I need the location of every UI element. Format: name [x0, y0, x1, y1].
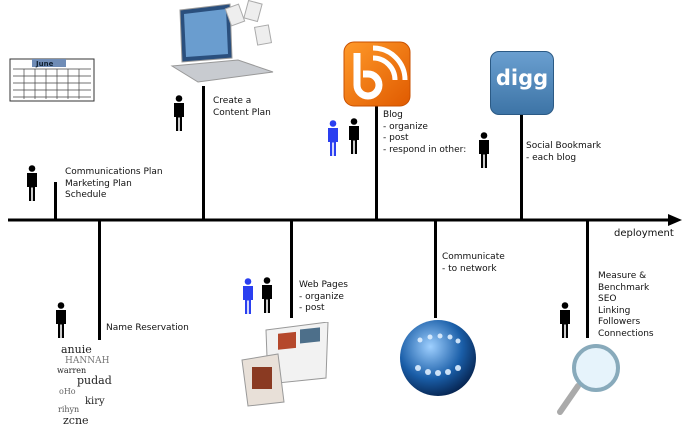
timeline-axis	[8, 214, 682, 226]
svg-text:zcne: zcne	[63, 414, 89, 427]
svg-text:pudad: pudad	[77, 374, 112, 387]
milestone-line	[98, 220, 101, 340]
svg-text:anuie: anuie	[61, 343, 92, 356]
milestone-line	[290, 220, 293, 318]
person-blue-icon	[240, 278, 256, 314]
svg-text:June: June	[35, 60, 54, 68]
person-icon	[346, 118, 362, 154]
web-pages-image	[241, 322, 329, 407]
digg-logo-image: digg	[490, 51, 554, 115]
person-icon	[24, 165, 40, 201]
svg-text:HANNAH: HANNAH	[65, 356, 110, 366]
word-cloud-image: anuie HANNAH warren pudad oHo kiry rihyn…	[57, 343, 112, 427]
globe-network-image	[400, 320, 476, 396]
milestone-line	[202, 86, 205, 220]
milestone-line	[434, 220, 437, 318]
milestone-line	[375, 106, 378, 220]
axis-label: deployment	[614, 228, 674, 239]
milestone-line	[586, 220, 589, 338]
svg-text:oHo: oHo	[59, 387, 76, 396]
svg-text:kiry: kiry	[85, 396, 105, 407]
person-icon	[259, 277, 275, 313]
svg-text:warren: warren	[57, 366, 86, 375]
calendar-image: June	[9, 58, 95, 102]
blogger-logo-image	[343, 41, 411, 107]
milestone-line	[520, 114, 523, 220]
svg-text:rihyn: rihyn	[58, 405, 79, 414]
web-pages-text: Web Pages- organize- post	[299, 280, 348, 313]
name-reservation-text: Name Reservation	[106, 323, 189, 333]
blog-text: Blog- organize- post- respond in other:	[383, 110, 467, 155]
person-blue-icon	[325, 120, 341, 156]
person-icon	[53, 302, 69, 338]
magnifier-image	[557, 344, 620, 415]
person-icon	[557, 302, 573, 338]
social-bookmark-text: Social Bookmark- each blog	[526, 141, 602, 163]
person-icon	[476, 132, 492, 168]
milestone-line	[54, 182, 57, 220]
arrow-head-icon	[668, 214, 682, 226]
communicate-text: Communicate- to network	[442, 252, 505, 274]
person-icon	[171, 95, 187, 131]
laptop-image	[170, 0, 274, 83]
